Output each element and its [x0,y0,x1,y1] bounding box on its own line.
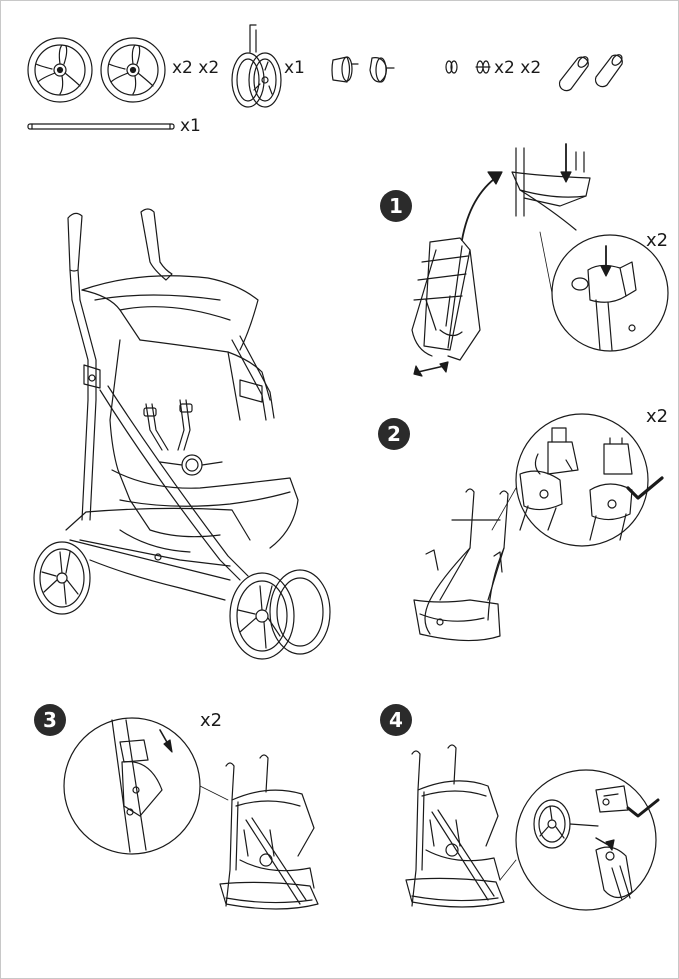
checkmark-icon [626,476,664,500]
step-4-badge: 4 [380,704,412,736]
rear-wheel-part-2 [100,37,166,103]
front-wheel-quantity: x1 [284,58,305,78]
stroller-rear-wheel [33,541,91,615]
step1-basket-detail [511,143,591,231]
step-1-quantity: x2 [646,230,669,251]
rear-wheel-part-1 [27,37,93,103]
step4-zoom-circle [499,769,660,911]
step2-zoom-circle [491,413,649,547]
step-2-badge: 2 [378,418,410,450]
tube-part-1 [558,56,589,92]
axle-part [27,123,175,130]
step3-stroller [219,754,319,910]
stroller-front-wheels [229,569,331,660]
front-wheel-part [231,24,282,108]
washer-part-1 [445,60,458,74]
step2-frame [413,488,509,642]
axle-quantity: x1 [180,116,201,136]
step-3-quantity: x2 [200,710,223,731]
stroller-main-illustration [65,208,299,601]
small-parts-quantity: x2 x2 [494,58,542,78]
step-2-quantity: x2 [646,406,669,427]
step4-stroller [405,744,505,908]
step1-double-arrow [413,361,449,377]
step-3-badge: 3 [34,704,66,736]
hubcap-part-2 [369,57,395,83]
step1-zoom-circle [539,231,669,352]
hubcap-part-1 [331,56,359,83]
step1-folded-stroller [411,237,481,361]
step3-zoom-circle [63,717,229,855]
washer-part-2 [475,60,491,74]
tube-part-2 [594,54,623,88]
step1-curved-arrow [461,171,503,241]
step-1-badge: 1 [380,190,412,222]
big-wheels-quantity: x2 x2 [172,58,220,78]
